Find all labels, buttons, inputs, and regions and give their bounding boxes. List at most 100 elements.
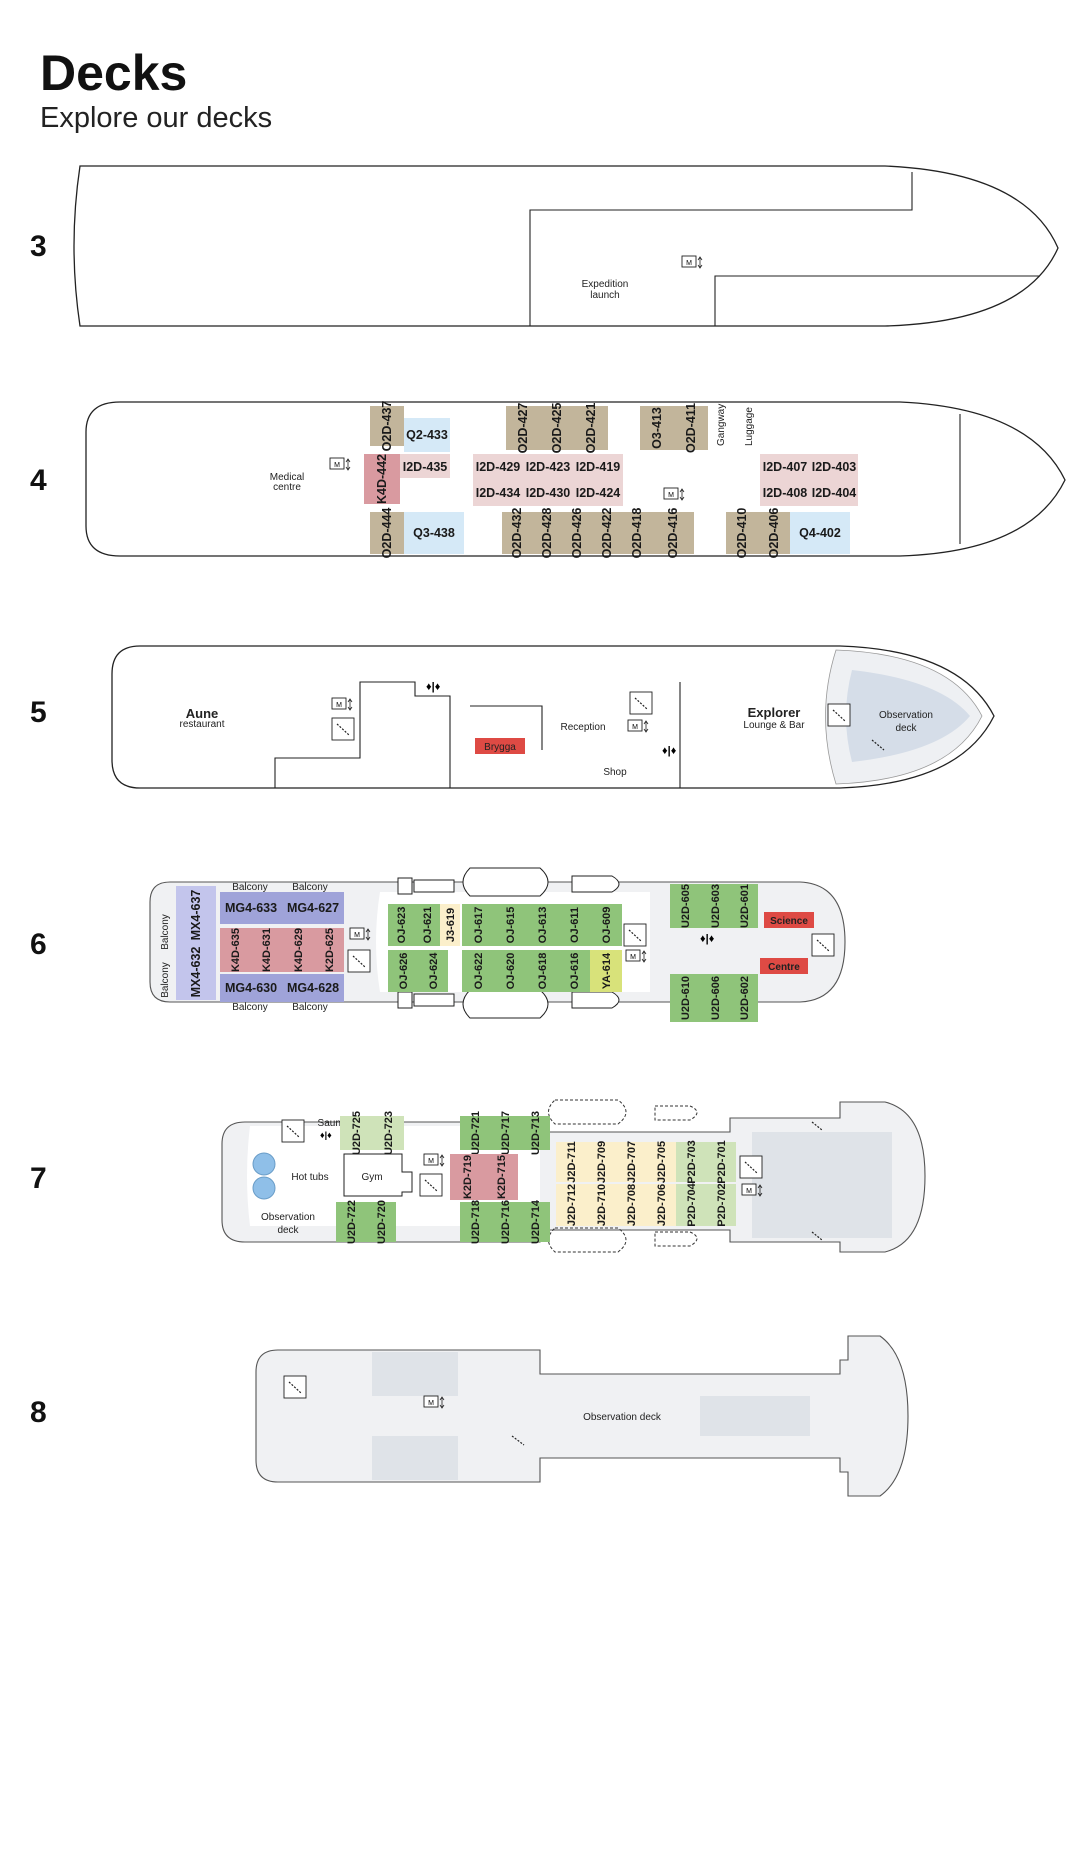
svg-text:P2D-702: P2D-702 xyxy=(716,1183,728,1226)
svg-text:I2D-435: I2D-435 xyxy=(403,460,448,474)
cabin-OJ-611[interactable] xyxy=(558,904,590,946)
cabin-U2D-721[interactable] xyxy=(460,1116,490,1150)
cabin-OJ-616[interactable] xyxy=(558,950,590,992)
cabin-J2D-711[interactable] xyxy=(556,1142,586,1182)
deck-4-plan[interactable]: O2D-437 Q2-433 O2D-427 O2D-425 O2D-421 O… xyxy=(0,400,1080,570)
cabin-J3-619[interactable] xyxy=(440,904,460,946)
cabin-K4D-631[interactable] xyxy=(250,928,282,972)
cabin-O2D-428[interactable] xyxy=(532,512,562,554)
cabin-OJ-617[interactable] xyxy=(462,904,494,946)
cabin-U2D-606[interactable] xyxy=(700,974,730,1022)
cabin-U2D-714[interactable] xyxy=(520,1202,550,1242)
cabin-J2D-705[interactable] xyxy=(646,1142,676,1182)
cabin-U2D-601[interactable] xyxy=(730,884,758,928)
cabin-OJ-621[interactable] xyxy=(414,904,440,946)
cabin-Q4-402[interactable] xyxy=(790,512,850,554)
cabin-K4D-635[interactable] xyxy=(220,928,250,972)
cabin-U2D-723[interactable] xyxy=(372,1116,404,1150)
cabin-Q2-433[interactable] xyxy=(404,418,450,452)
cabin-O2D-425[interactable] xyxy=(540,406,574,450)
cabin-O2D-411[interactable] xyxy=(674,406,708,450)
cabin-O2D-444[interactable] xyxy=(370,512,404,554)
cabin-OJ-624[interactable] xyxy=(418,950,448,992)
cabin-O2D-437[interactable] xyxy=(370,406,404,446)
deck-5-plan[interactable]: Observation deck Aune restaurant Brygga … xyxy=(0,640,1080,800)
restroom-icon: ♦|♦ xyxy=(700,933,715,945)
cabin-U2D-603[interactable] xyxy=(700,884,730,928)
cabin-MG4-633[interactable] xyxy=(220,892,282,924)
deck-3-plan[interactable]: M Expedition launch xyxy=(0,160,1080,340)
cabin-MG4-627[interactable] xyxy=(282,892,344,924)
cabin-OJ-623[interactable] xyxy=(388,904,414,946)
cabin-O2D-426[interactable] xyxy=(562,512,592,554)
cabin-J2D-707[interactable] xyxy=(616,1142,646,1182)
cabin-OJ-613[interactable] xyxy=(526,904,558,946)
cabin-O3-413[interactable] xyxy=(640,406,674,450)
cabin-P2D-702[interactable] xyxy=(706,1184,736,1226)
cabin-I2D-419[interactable] xyxy=(573,454,623,480)
cabin-K2D-719[interactable] xyxy=(450,1154,484,1200)
cabin-MG4-628[interactable] xyxy=(282,974,344,1002)
svg-text:OJ-626: OJ-626 xyxy=(398,953,410,990)
cabin-O2D-422[interactable] xyxy=(592,512,622,554)
cabin-U2D-717[interactable] xyxy=(490,1116,520,1150)
cabin-I2D-423[interactable] xyxy=(523,454,573,480)
cabin-U2D-716[interactable] xyxy=(490,1202,520,1242)
cabin-OJ-626[interactable] xyxy=(388,950,418,992)
cabin-O2D-410[interactable] xyxy=(726,512,758,554)
cabin-J2D-709[interactable] xyxy=(586,1142,616,1182)
cabin-O2D-418[interactable] xyxy=(622,512,652,554)
cabin-I2D-434[interactable] xyxy=(473,480,523,506)
cabin-J2D-706[interactable] xyxy=(646,1184,676,1226)
cabin-MG4-630[interactable] xyxy=(220,974,282,1002)
cabin-Q3-438[interactable] xyxy=(404,512,464,554)
cabin-I2D-435[interactable] xyxy=(400,454,450,478)
cabin-U2D-718[interactable] xyxy=(460,1202,490,1242)
cabin-I2D-430[interactable] xyxy=(523,480,573,506)
cabin-MX4-632[interactable] xyxy=(176,944,216,1000)
cabin-OJ-618[interactable] xyxy=(526,950,558,992)
cabin-U2D-725[interactable] xyxy=(340,1116,372,1150)
cabin-K4D-442[interactable] xyxy=(364,454,400,504)
cabin-K4D-629[interactable] xyxy=(282,928,314,972)
deck-7-plan[interactable]: Sauna ♦|♦ U2D-725 U2D-723 U2D-721 U2D-71… xyxy=(0,1092,1080,1262)
cabin-MX4-637[interactable] xyxy=(176,886,216,944)
cabin-I2D-403[interactable] xyxy=(810,454,858,480)
cabin-P2D-701[interactable] xyxy=(706,1142,736,1182)
lifeboats-top xyxy=(397,867,620,897)
cabin-U2D-713[interactable] xyxy=(520,1116,550,1150)
cabin-OJ-609[interactable] xyxy=(590,904,622,946)
cabin-U2D-602[interactable] xyxy=(730,974,758,1022)
cabin-O2D-416[interactable] xyxy=(652,512,694,554)
cabin-U2D-605[interactable] xyxy=(670,884,700,928)
cabin-I2D-404[interactable] xyxy=(810,480,858,506)
cabin-I2D-407[interactable] xyxy=(760,454,810,480)
cabin-P2D-703[interactable] xyxy=(676,1142,706,1182)
cabin-K2D-715[interactable] xyxy=(484,1154,518,1200)
cabin-O2D-406[interactable] xyxy=(758,512,790,554)
cabin-I2D-424[interactable] xyxy=(573,480,623,506)
area-science-centre[interactable] xyxy=(764,912,814,928)
cabin-O2D-421[interactable] xyxy=(574,406,608,450)
cabin-J2D-710[interactable] xyxy=(586,1184,616,1226)
cabin-OJ-615[interactable] xyxy=(494,904,526,946)
cabin-U2D-720[interactable] xyxy=(366,1202,396,1242)
cabin-U2D-722[interactable] xyxy=(336,1202,366,1242)
cabin-P2D-704[interactable] xyxy=(676,1184,706,1226)
deck-5-walls xyxy=(274,681,681,788)
cabin-O2D-427[interactable] xyxy=(506,406,540,450)
cabin-OJ-620[interactable] xyxy=(494,950,526,992)
cabin-O2D-432[interactable] xyxy=(502,512,532,554)
cabin-J2D-708[interactable] xyxy=(616,1184,646,1226)
cabin-I2D-429[interactable] xyxy=(473,454,523,480)
area-science-centre-2[interactable] xyxy=(760,958,808,974)
cabin-J2D-712[interactable] xyxy=(556,1184,586,1226)
cabin-OJ-622[interactable] xyxy=(462,950,494,992)
cabin-K2D-625[interactable] xyxy=(314,928,344,972)
cabin-U2D-610[interactable] xyxy=(670,974,700,1022)
area-brygga[interactable] xyxy=(475,738,525,754)
cabin-I2D-408[interactable] xyxy=(760,480,810,506)
deck-8-plan[interactable]: M Observation deck xyxy=(0,1326,1080,1506)
deck-6-plan[interactable]: Balcony Balcony MX4-637 MX4-632 Balcony … xyxy=(0,862,1080,1022)
cabin-YA-614[interactable] xyxy=(590,950,622,992)
